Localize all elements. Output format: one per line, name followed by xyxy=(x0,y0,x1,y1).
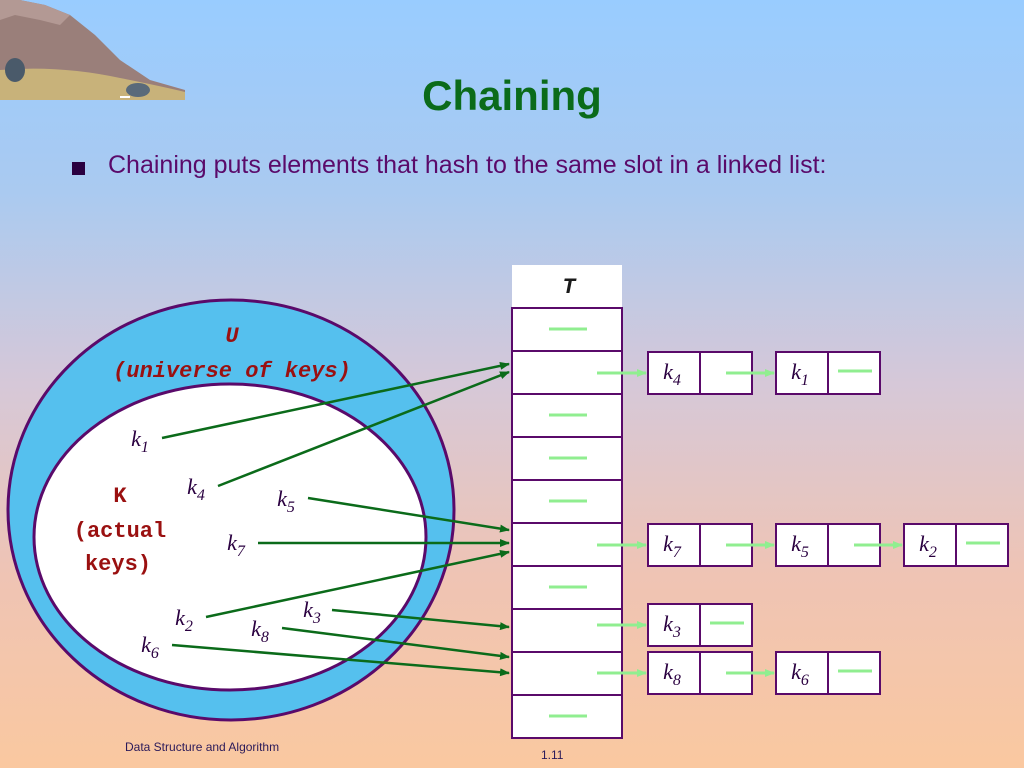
key-k6: k6 xyxy=(141,632,159,662)
list-node-key xyxy=(647,351,701,395)
list-node-next xyxy=(955,523,1009,567)
footer-page-number: 1.11 xyxy=(541,748,564,762)
actual-keys-set xyxy=(32,382,428,692)
list-node-key xyxy=(647,603,701,647)
key-k3: k3 xyxy=(303,597,321,627)
list-node-key xyxy=(903,523,957,567)
actual-keys-label-2: keys) xyxy=(85,552,151,577)
hash-arrow xyxy=(161,361,510,440)
list-node-next xyxy=(827,651,881,695)
list-node-key-label: k6 xyxy=(791,659,809,689)
key-k5: k5 xyxy=(277,486,295,516)
table-header xyxy=(512,265,622,307)
key-k7: k7 xyxy=(227,530,246,560)
hash-arrow xyxy=(307,496,510,533)
list-node-next xyxy=(699,603,753,647)
key-k1: k1 xyxy=(131,426,149,456)
hash-arrow xyxy=(281,626,510,660)
list-node-key-label: k3 xyxy=(663,611,681,641)
footer-course-title: Data Structure and Algorithm xyxy=(125,740,280,754)
bullet-icon xyxy=(72,162,85,175)
universe-label: (universe of keys) xyxy=(113,359,351,384)
list-node-key xyxy=(775,351,829,395)
list-node-key-label: k2 xyxy=(919,531,937,561)
table-slot xyxy=(511,608,623,653)
list-node-key xyxy=(775,651,829,695)
table-label: T xyxy=(562,275,577,300)
universe-label-u: U xyxy=(225,324,239,349)
list-node-key-label: k5 xyxy=(791,531,809,561)
hash-arrow xyxy=(331,608,510,631)
list-node-key xyxy=(647,651,701,695)
hash-arrow xyxy=(171,643,510,677)
slide-title: Chaining xyxy=(422,72,602,119)
hash-arrow xyxy=(217,370,510,488)
list-node-key-label: k4 xyxy=(663,359,681,389)
key-k4: k4 xyxy=(187,474,205,504)
hash-arrow xyxy=(205,549,510,619)
bullet-text: Chaining puts elements that hash to the … xyxy=(108,151,827,179)
actual-keys-label-1: (actual xyxy=(74,519,166,544)
list-node-next xyxy=(827,351,881,395)
list-node-key-label: k7 xyxy=(663,531,682,561)
list-node-key-label: k1 xyxy=(791,359,809,389)
list-node-key-label: k8 xyxy=(663,659,681,689)
landscape-image xyxy=(0,0,185,100)
key-k2: k2 xyxy=(175,605,193,635)
key-k8: k8 xyxy=(251,616,269,646)
actual-keys-label-k: K xyxy=(113,484,127,509)
